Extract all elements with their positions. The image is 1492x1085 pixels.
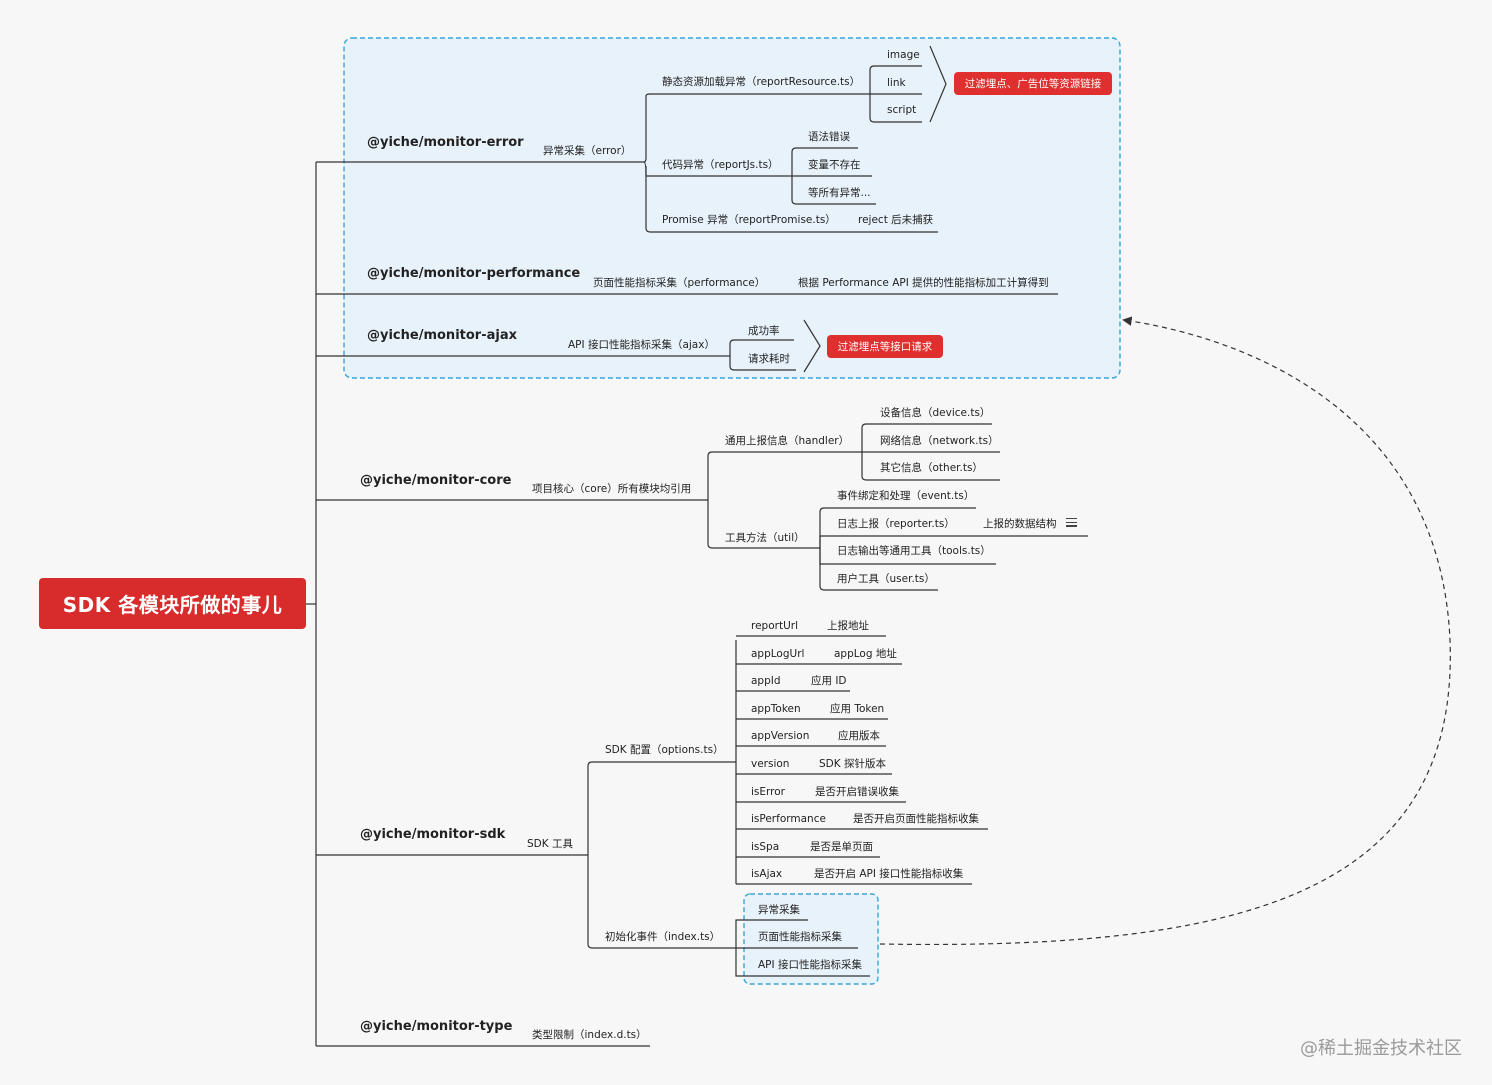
static-resource-node[interactable]: 静态资源加载异常（reportResource.ts） (662, 76, 861, 88)
code-item-syntax[interactable]: 语法错误 (808, 131, 850, 143)
handler-item-device[interactable]: 设备信息（device.ts） (880, 407, 991, 419)
note-icon[interactable] (1066, 518, 1077, 527)
monitor-group-box (343, 37, 1121, 379)
core-node[interactable]: 项目核心（core）所有模块均引用 (532, 483, 692, 495)
sdk-option-desc[interactable]: 是否开启 API 接口性能指标收集 (814, 868, 964, 881)
init-group-box (743, 893, 879, 985)
sdk-option-key[interactable]: isAjax (751, 868, 783, 881)
sdk-option-desc[interactable]: appLog 地址 (834, 647, 897, 660)
handler-item-network[interactable]: 网络信息（network.ts） (880, 435, 999, 447)
package-monitor-type[interactable]: @yiche/monitor-type (360, 1019, 513, 1034)
util-item-user[interactable]: 用户工具（user.ts） (837, 573, 935, 585)
sdk-option-key[interactable]: isError (751, 785, 785, 798)
sdk-option-desc[interactable]: 是否开启页面性能指标收集 (853, 813, 979, 826)
performance-collect-node[interactable]: 页面性能指标采集（performance） (593, 277, 766, 289)
sdk-config-node[interactable]: SDK 配置（options.ts） (605, 744, 724, 756)
sdk-option-key[interactable]: isPerformance (751, 813, 826, 826)
init-item-error[interactable]: 异常采集 (758, 904, 800, 916)
util-item-reporter[interactable]: 日志上报（reporter.ts） (837, 518, 955, 530)
sdk-option-key[interactable]: reportUrl (751, 620, 798, 632)
sdk-option-desc[interactable]: 应用 ID (811, 675, 847, 688)
sdk-option-key[interactable]: appLogUrl (751, 647, 805, 660)
util-item-tools[interactable]: 日志输出等通用工具（tools.ts） (837, 545, 991, 557)
handler-item-other[interactable]: 其它信息（other.ts） (880, 462, 983, 474)
sdk-option-key[interactable]: version (751, 758, 790, 770)
static-item-link[interactable]: link (887, 77, 906, 89)
type-node[interactable]: 类型限制（index.d.ts） (532, 1029, 647, 1041)
package-monitor-error[interactable]: @yiche/monitor-error (367, 135, 524, 150)
util-item-event[interactable]: 事件绑定和处理（event.ts） (837, 490, 975, 502)
sdk-option-desc[interactable]: 是否开启错误收集 (815, 785, 899, 798)
promise-error-node[interactable]: Promise 异常（reportPromise.ts） (662, 214, 836, 226)
sdk-node[interactable]: SDK 工具 (527, 838, 573, 850)
static-filter-tag[interactable]: 过滤埋点、广告位等资源链接 (954, 72, 1112, 95)
sdk-option-key[interactable]: appVersion (751, 730, 810, 743)
sdk-option-desc[interactable]: 应用版本 (838, 730, 880, 743)
core-util-node[interactable]: 工具方法（util） (725, 532, 805, 544)
performance-note[interactable]: 根据 Performance API 提供的性能指标加工计算得到 (798, 277, 1049, 289)
code-error-node[interactable]: 代码异常（reportJs.ts） (662, 159, 779, 171)
package-monitor-core[interactable]: @yiche/monitor-core (360, 473, 512, 488)
sdk-option-desc[interactable]: 应用 Token (830, 702, 885, 715)
ajax-filter-tag[interactable]: 过滤埋点等接口请求 (827, 335, 943, 358)
sdk-option-key[interactable]: isSpa (751, 840, 780, 853)
ajax-collect-node[interactable]: API 接口性能指标采集（ajax） (568, 339, 715, 351)
sdk-option-desc[interactable]: SDK 探针版本 (819, 758, 886, 770)
static-item-image[interactable]: image (887, 49, 920, 61)
watermark: @稀土掘金技术社区 (1300, 1038, 1462, 1059)
sdk-init-node[interactable]: 初始化事件（index.ts） (605, 931, 721, 943)
reporter-note[interactable]: 上报的数据结构 (983, 518, 1057, 530)
package-monitor-ajax[interactable]: @yiche/monitor-ajax (367, 328, 517, 343)
promise-note[interactable]: reject 后未捕获 (858, 214, 934, 226)
core-handler-node[interactable]: 通用上报信息（handler） (725, 435, 850, 447)
sdk-option-key[interactable]: appId (751, 675, 781, 688)
sdk-option-key[interactable]: appToken (751, 702, 801, 715)
package-monitor-sdk[interactable]: @yiche/monitor-sdk (360, 827, 506, 842)
init-item-ajax[interactable]: API 接口性能指标采集 (758, 959, 862, 971)
error-collect-node[interactable]: 异常采集（error） (543, 145, 632, 157)
sdk-option-desc[interactable]: 是否是单页面 (810, 840, 873, 853)
sdk-option-desc[interactable]: 上报地址 (827, 620, 869, 632)
package-monitor-performance[interactable]: @yiche/monitor-performance (367, 266, 581, 281)
code-item-all[interactable]: 等所有异常... (808, 187, 871, 199)
init-item-performance[interactable]: 页面性能指标采集 (758, 931, 842, 943)
ajax-item-latency[interactable]: 请求耗时 (748, 353, 790, 365)
code-item-undefined[interactable]: 变量不存在 (808, 159, 861, 171)
root-node[interactable]: SDK 各模块所做的事儿 (39, 578, 306, 629)
static-item-script[interactable]: script (887, 104, 917, 116)
ajax-item-success-rate[interactable]: 成功率 (748, 325, 780, 337)
